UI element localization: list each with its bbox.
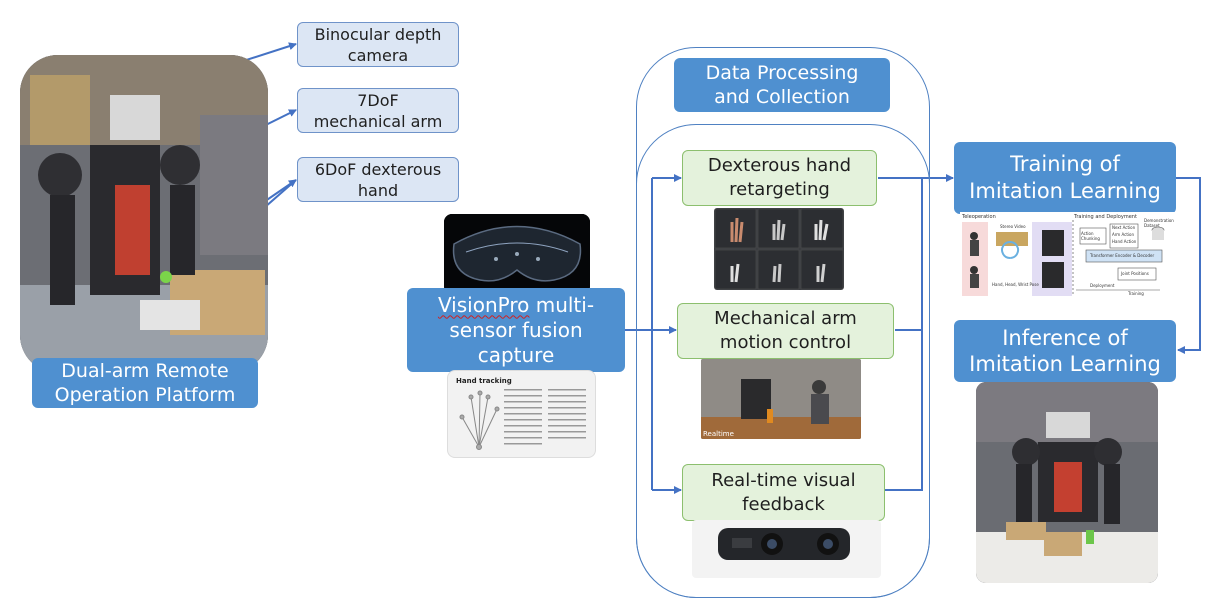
mini-action-chunking: Action Chunking	[1081, 231, 1100, 241]
robot-platform-photo	[20, 55, 268, 373]
hand-tracking-joint-list	[504, 389, 586, 445]
mini-hand-head-wrist: Hand, Head, Wrist Pose	[992, 282, 1039, 287]
processing-title-box: Data Processing and Collection	[674, 58, 890, 112]
arm-control-video: Realtime	[701, 359, 861, 439]
mini-figures	[970, 220, 1165, 296]
callout-6dof-hand: 6DoF dexterous hand	[297, 157, 459, 202]
mini-deployment: Deployment	[1090, 283, 1115, 288]
callout-7dof-arm: 7DoF mechanical arm	[297, 88, 459, 133]
capture-line1: VisionPro multi-	[438, 293, 594, 318]
mini-transformer: Transformer Encoder & Decoder	[1090, 253, 1155, 258]
platform-label-line2: Operation Platform	[54, 384, 236, 406]
retargeting-hand-grid	[714, 208, 844, 290]
step-dexterous-retargeting: Dexterous hand retargeting	[682, 150, 877, 206]
capture-label-visionpro: VisionPro	[437, 292, 530, 317]
hand-tracking-title: Hand tracking	[456, 377, 512, 385]
mini-next-action: Next Action	[1112, 225, 1136, 230]
capture-label-multi: multi-	[529, 292, 595, 317]
mini-stereo-video: Stereo Video	[1000, 224, 1026, 229]
processing-inner-frame	[636, 124, 930, 598]
capture-line2: sensor fusion	[449, 317, 583, 342]
training-to-inference-arrow	[1176, 177, 1201, 354]
mini-arm-action: Arm Action	[1112, 232, 1135, 237]
processing-title-line1: Data Processing	[705, 62, 859, 84]
training-box: Training of Imitation Learning	[954, 142, 1176, 214]
mini-hand-action: Hand Action	[1112, 239, 1137, 244]
visionpro-capture-box: VisionPro multi- sensor fusion capture	[407, 288, 625, 372]
platform-label: Dual-arm Remote Operation Platform	[32, 358, 258, 408]
mini-joint-positions: Joint Positions	[1121, 271, 1149, 276]
step-arm-motion-control: Mechanical arm motion control	[677, 303, 894, 359]
inference-line1: Inference of	[1002, 326, 1128, 350]
callout-binocular-camera: Binocular depth camera	[297, 22, 459, 67]
training-pipeline-figure: Teleoperation Training and Deployment St…	[960, 212, 1176, 298]
hand-tracking-panel: Hand tracking	[447, 370, 596, 458]
training-line2: Imitation Learning	[969, 179, 1161, 203]
inference-box: Inference of Imitation Learning	[954, 320, 1176, 382]
mini-demonstration-dataset: Demonstration Dataset	[1144, 218, 1174, 228]
mini-training-deployment: Training and Deployment	[1074, 214, 1137, 220]
mini-training: Training	[1128, 291, 1144, 296]
inference-robot-photo	[976, 382, 1158, 583]
training-line1: Training of	[1010, 152, 1120, 176]
processing-title-line2: and Collection	[714, 86, 850, 108]
platform-label-line1: Dual-arm Remote	[61, 360, 229, 382]
stereo-camera-image	[692, 520, 881, 578]
realtime-caption: Realtime	[703, 430, 734, 438]
hand-skeleton-icon	[459, 390, 500, 450]
mini-teleoperation: Teleoperation	[962, 214, 996, 220]
step-visual-feedback: Real-time visual feedback	[682, 464, 885, 521]
visionpro-headset-image	[444, 214, 590, 294]
capture-line3: capture	[477, 342, 555, 367]
inference-line2: Imitation Learning	[969, 352, 1161, 376]
